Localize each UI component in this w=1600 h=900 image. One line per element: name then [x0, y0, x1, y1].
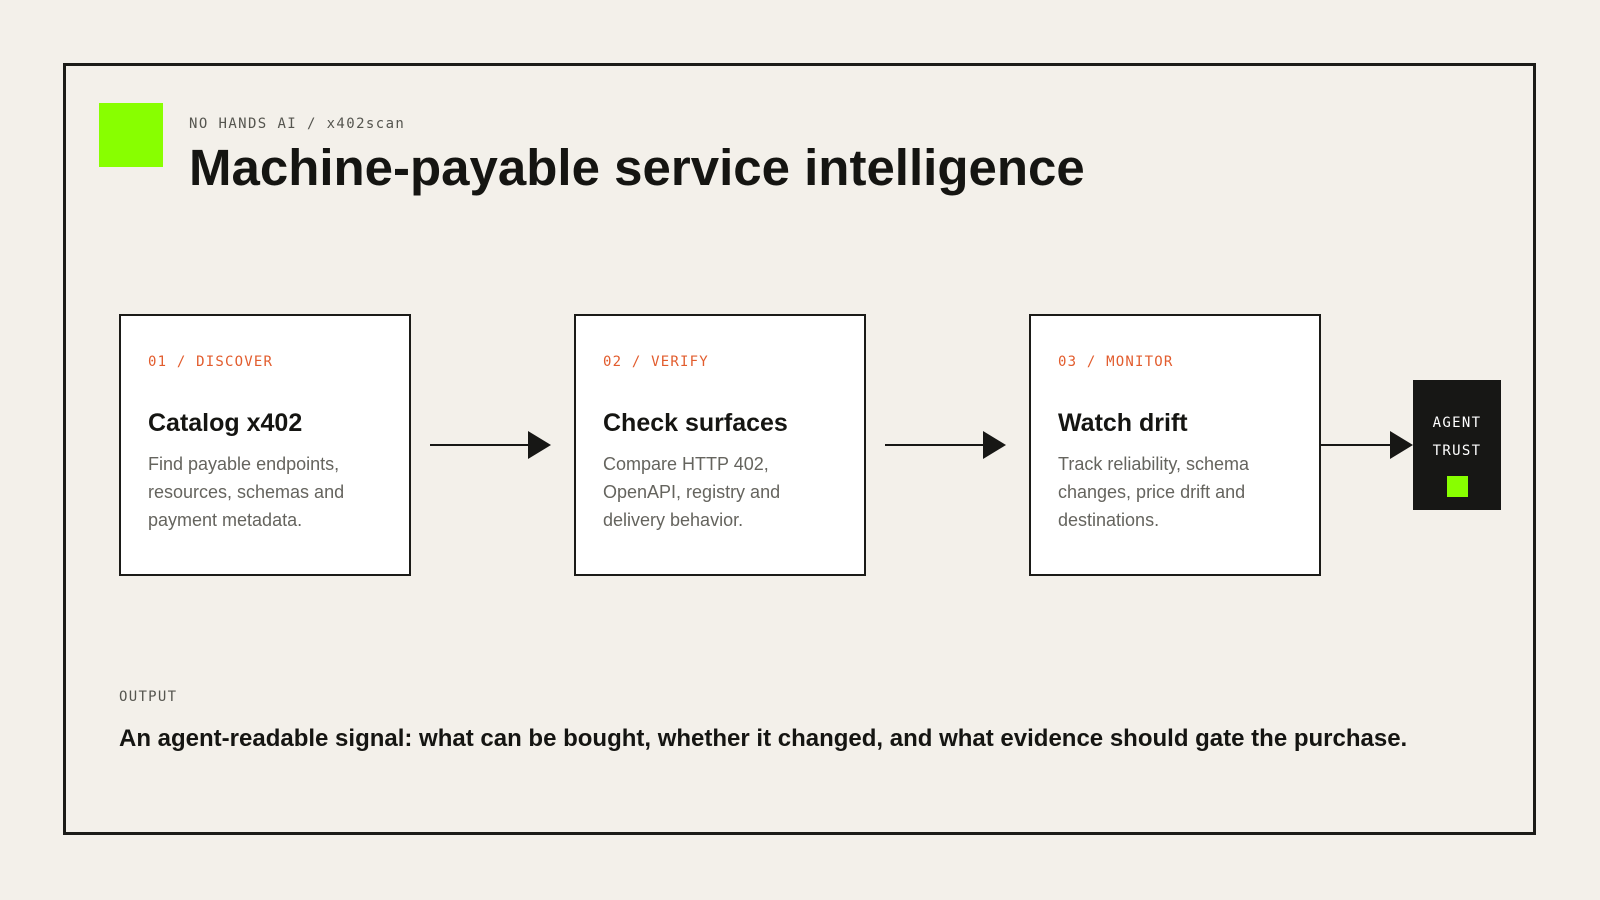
step-card-discover: 01 / DISCOVER Catalog x402 Find payable … — [119, 314, 411, 576]
agent-trust-line-trust: TRUST — [1432, 443, 1482, 459]
step-title-verify: Check surfaces — [603, 409, 788, 437]
page-title: Machine-payable service intelligence — [189, 139, 1085, 196]
step-label-discover: 01 / DISCOVER — [148, 354, 274, 370]
brand-eyebrow: NO HANDS AI / x402scan — [189, 116, 406, 132]
step-description-monitor: Track reliability, schema changes, price… — [1058, 454, 1250, 530]
step-card-monitor: 03 / MONITOR Watch drift Track reliabili… — [1029, 314, 1321, 576]
agent-trust-node: AGENT TRUST — [1413, 380, 1501, 510]
step-title-monitor: Watch drift — [1058, 409, 1188, 437]
step-description-verify: Compare HTTP 402, OpenAPI, registry and … — [603, 454, 781, 530]
output-label: OUTPUT — [119, 689, 178, 705]
agent-trust-line-agent: AGENT — [1432, 415, 1482, 431]
step-label-verify: 02 / VERIFY — [603, 354, 709, 370]
diagram-frame — [63, 63, 1536, 835]
step-label-monitor: 03 / MONITOR — [1058, 354, 1174, 370]
brand-square-logo — [99, 103, 163, 167]
output-statement: An agent-readable signal: what can be bo… — [119, 725, 1408, 752]
step-card-verify: 02 / VERIFY Check surfaces Compare HTTP … — [574, 314, 866, 576]
step-title-discover: Catalog x402 — [148, 409, 303, 437]
step-description-discover: Find payable endpoints, resources, schem… — [148, 454, 345, 530]
trust-square-icon — [1446, 476, 1468, 497]
